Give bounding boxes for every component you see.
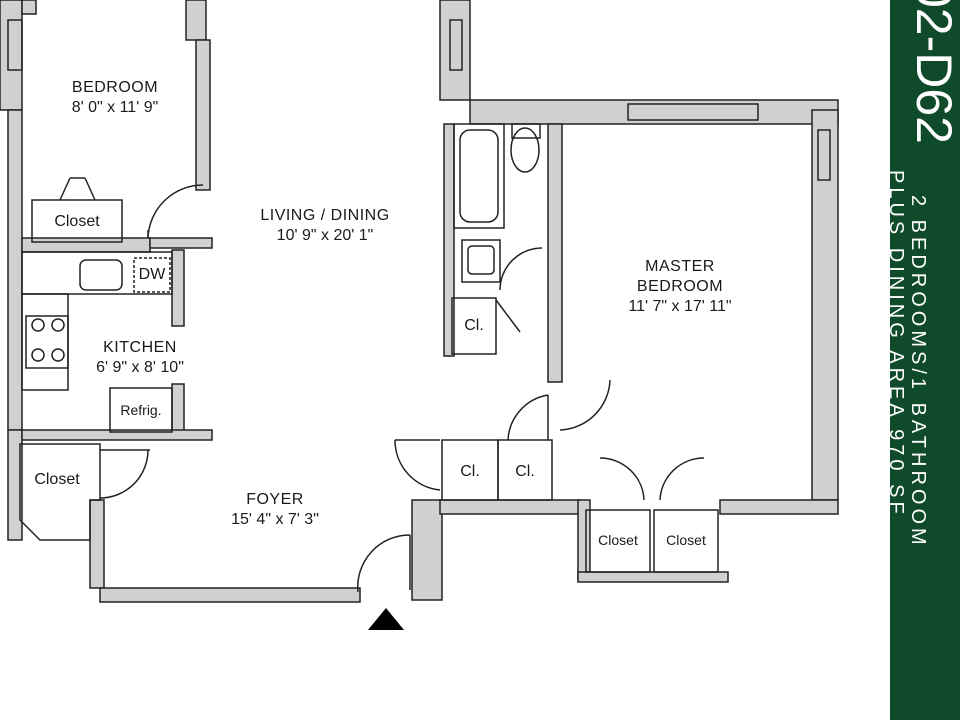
bedroom-closet-label: Closet: [54, 213, 100, 230]
master-dims: 11' 7" x 17' 11": [628, 298, 732, 315]
bathtub: [453, 123, 505, 229]
interior-lines: [7, 19, 831, 593]
wall-segment: [171, 383, 185, 437]
wall-segment: [185, 0, 207, 41]
unit-info-sidebar: 02-D62 2 BEDROOMS/1 BATHROOM PLUS DINING…: [885, 0, 960, 720]
wall-segment: [21, 237, 151, 253]
entry-door-swing: [357, 534, 411, 593]
dishwasher-label: DW: [138, 266, 166, 283]
bath-closet: [451, 297, 497, 355]
bedroom-dims: 8' 0" x 11' 9": [71, 99, 159, 116]
wall-segment: [719, 499, 839, 515]
bedroom-label: BEDROOM: [71, 79, 159, 96]
dishwasher: [133, 257, 171, 293]
wall-segment: [195, 39, 211, 191]
door-swing: [507, 394, 549, 441]
bath-closet-label: Cl.: [464, 317, 484, 334]
refrigerator: [109, 387, 173, 433]
wall-segment: [99, 587, 361, 603]
tub-basin: [459, 129, 499, 223]
window: [449, 19, 463, 71]
master-label-line2: BEDROOM: [636, 278, 724, 295]
floor-plan: [0, 0, 839, 630]
kitchen-counter-left: [21, 293, 69, 391]
entry-arrow-icon: [368, 608, 404, 630]
master-closet-left: [585, 509, 651, 573]
wall-segment: [89, 499, 105, 589]
bedroom-closet: [31, 199, 123, 243]
wall-segment: [811, 109, 839, 501]
door-swing: [394, 439, 441, 491]
stove: [25, 315, 69, 369]
master-closet-right-label: Closet: [666, 532, 706, 548]
window: [817, 129, 831, 181]
unit-layout: 2 BEDROOMS/1 BATHROOM: [907, 195, 929, 549]
living-dims: 10' 9" x 20' 1": [276, 227, 374, 244]
wall-segment: [439, 0, 471, 101]
wall-segment: [149, 237, 213, 249]
burner: [31, 318, 45, 332]
wall-segment: [577, 571, 729, 583]
toilet: [510, 127, 540, 173]
door-swing: [599, 457, 645, 501]
burner: [51, 318, 65, 332]
door-swing: [499, 247, 543, 291]
sink: [79, 259, 123, 291]
window: [627, 103, 759, 121]
kitchen-counter-top: [21, 251, 173, 295]
wall-segment: [21, 429, 213, 441]
wall-segment: [411, 499, 443, 601]
wall-segment: [0, 0, 23, 111]
kitchen-dims: 6' 9" x 8' 10": [96, 359, 184, 376]
wall-segment: [7, 109, 23, 431]
closet-doors: [59, 177, 96, 201]
wall-segment: [21, 0, 37, 15]
master-closet-left-label: Closet: [598, 532, 638, 548]
foyer-dims: 15' 4" x 7' 3": [231, 511, 319, 528]
hall-closet-right: [497, 439, 553, 501]
burner: [31, 348, 45, 362]
closet-door: [495, 299, 521, 333]
basin: [467, 245, 495, 275]
door-swing: [147, 184, 204, 239]
master-closet-right: [653, 509, 719, 573]
unit-number: 02-D62: [906, 0, 960, 144]
door-swing: [659, 457, 705, 501]
hall-closet-left-label: Cl.: [460, 463, 480, 480]
kitchen-label: KITCHEN: [103, 339, 177, 356]
toilet-tank: [511, 123, 541, 139]
door-swing: [559, 379, 611, 431]
wall-segment: [171, 249, 185, 327]
door-swing: [99, 449, 149, 499]
wall-segment: [547, 123, 563, 383]
window: [7, 19, 23, 71]
refrigerator-label: Refrig.: [120, 402, 162, 418]
wall-segment: [439, 499, 581, 515]
hall-closet-right-label: Cl.: [515, 463, 535, 480]
foyer-closet: [19, 443, 101, 541]
living-label: LIVING / DINING: [260, 207, 390, 224]
wall-segment: [443, 123, 455, 357]
vanity: [461, 239, 501, 283]
foyer-closet-label: Closet: [34, 471, 80, 488]
unit-area: PLUS DINING AREA 970 SF: [885, 170, 907, 518]
wall-segment: [7, 429, 23, 541]
master-label-line1: MASTER: [645, 258, 715, 275]
burner: [51, 348, 65, 362]
foyer-label: FOYER: [246, 491, 304, 508]
